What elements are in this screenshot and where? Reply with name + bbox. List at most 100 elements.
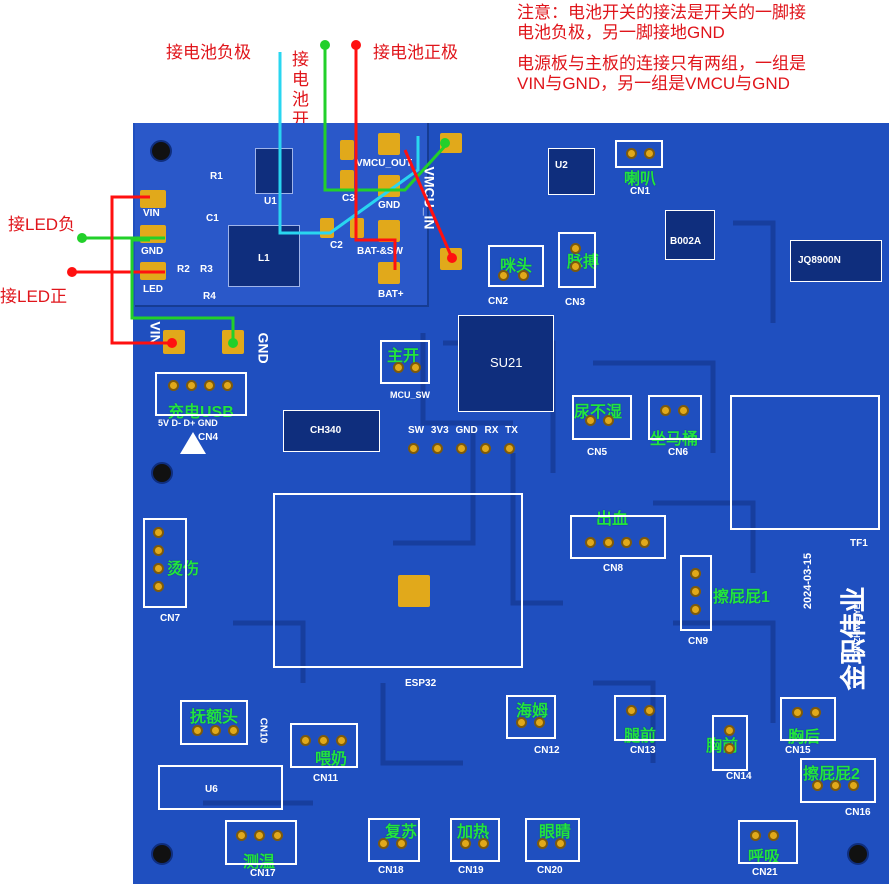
silk-r3: R3 (200, 264, 213, 275)
connector-cn7-code: CN7 (160, 613, 181, 624)
silk-c3: C3 (342, 193, 355, 204)
connector-cn1-code: CN1 (630, 186, 651, 197)
connector-cn15-name: 胸后 (788, 729, 821, 746)
note-line-1: 注意：电池开关的接法是开关的一脚接 (517, 3, 806, 22)
esp32-ground-pad (398, 575, 430, 607)
connector-cn11-name: 喂奶 (315, 751, 348, 768)
silk-gnd-out: GND (378, 200, 401, 211)
connector-cn5 (572, 395, 632, 440)
silk-bat-sw: BAT-&SW (357, 246, 403, 257)
connector-cn13-code: CN13 (630, 745, 656, 756)
note-line-3: 电源板与主板的连接只有两组，一组是 (517, 54, 806, 73)
label-led-positive: 接LED正 (0, 287, 68, 306)
chip-b002a (665, 210, 715, 260)
connector-cn18-code: CN18 (378, 865, 404, 876)
tf-card-slot (730, 395, 880, 530)
connector-cn14-code: CN14 (726, 771, 752, 782)
label-battery-positive: 接电池正极 (373, 43, 458, 62)
connector-cn17-name: 测温 (243, 854, 276, 871)
connector-cn11 (290, 723, 358, 768)
connector-cn1-name: 喇叭 (624, 171, 657, 188)
silk-r4: R4 (203, 291, 216, 302)
connector-cn15 (780, 697, 836, 741)
pad-bat-sw (378, 220, 400, 242)
connector-cn10 (180, 700, 248, 745)
label-battery-negative: 接电池负极 (166, 43, 251, 62)
connector-cn16-code: CN16 (845, 807, 871, 818)
connector-cn9 (680, 555, 712, 631)
silk-mcu-sw: MCU_SW (390, 390, 430, 400)
silk-ch340: CH340 (310, 425, 342, 436)
silk-u2: U2 (555, 160, 568, 171)
connector-cn21-name: 呼吸 (748, 849, 781, 866)
note-line-2: 电池负极，另一脚接地GND (517, 23, 725, 42)
connector-cn1 (615, 140, 663, 168)
pad-vin (140, 190, 166, 208)
silk-r2: R2 (177, 264, 190, 275)
connector-cn6 (648, 395, 702, 440)
mount-hole-ml (151, 462, 173, 484)
connector-cn8 (570, 515, 666, 559)
silk-l1: L1 (258, 253, 270, 264)
connector-cn12-name: 海姆 (516, 703, 549, 720)
label-led-negative: 接LED负 (8, 215, 76, 234)
connector-cn9-name: 擦屁屁1 (713, 589, 770, 606)
connector-cn2 (488, 245, 544, 287)
connector-cn20-name: 眼睛 (539, 824, 572, 841)
connector-cn10-name: 抚额头 (190, 709, 239, 726)
connector-cn3 (558, 232, 596, 288)
note-line-4: VIN与GND，另一组是VMCU与GND (517, 74, 790, 93)
connector-mcu-sw-name: 主开 (387, 348, 420, 365)
connector-cn6-code: CN6 (668, 447, 689, 458)
connector-cn4 (155, 372, 247, 416)
connector-cn19-code: CN19 (458, 865, 484, 876)
silk-c1: C1 (206, 213, 219, 224)
connector-cn3-code: CN3 (565, 297, 586, 308)
silk-esp32: ESP32 (405, 678, 437, 689)
connector-cn14 (712, 715, 748, 771)
pad-c3a (340, 140, 354, 160)
connector-cn19 (450, 818, 500, 862)
chip-u2 (548, 148, 595, 195)
silk-gnd: GND (141, 246, 164, 257)
connector-cn17-code: CN17 (250, 868, 276, 879)
connector-cn15-code: CN15 (785, 745, 811, 756)
mount-hole-power (150, 140, 172, 162)
connector-cn18-name: 复苏 (385, 824, 418, 841)
module-esp32 (273, 493, 523, 668)
connector-cn9-code: CN9 (688, 636, 709, 647)
silk-b002a: B002A (670, 236, 702, 247)
power-ic-u1 (255, 148, 293, 194)
connector-cn16 (800, 758, 876, 803)
connector-cn7-name: 烫伤 (167, 561, 200, 578)
silk-u1: U1 (264, 196, 277, 207)
connector-cn12 (506, 695, 556, 739)
connector-mcu-sw (380, 340, 430, 384)
silk-jq8900n: JQ8900N (798, 255, 841, 266)
inductor-l1 (228, 225, 300, 287)
connector-cn11-code: CN11 (313, 773, 339, 784)
silk-su21: SU21 (490, 355, 523, 370)
connector-cn21-code: CN21 (752, 867, 778, 878)
warning-icon (180, 432, 206, 454)
header-h1-pins: SW 3V3 GND RX TX (408, 425, 518, 436)
pad-c3b (340, 170, 354, 190)
chip-ch340 (283, 410, 380, 452)
silk-led: LED (143, 284, 163, 295)
connector-cn18 (368, 818, 420, 862)
silk-tf1: TF1 (850, 538, 868, 549)
connector-cn7 (143, 518, 187, 608)
connector-cn8-code: CN8 (603, 563, 624, 574)
mount-hole-br (847, 843, 869, 865)
silk-usb-pins: 5V D- D+ GND (158, 418, 218, 428)
silk-vmcu-out: VMCU_OUT (356, 158, 413, 169)
connector-cn4-name: 充电USB (168, 404, 234, 421)
silk-c2: C2 (330, 240, 343, 251)
silk-u6: U6 (205, 784, 218, 795)
connector-cn20-code: CN20 (537, 865, 563, 876)
connector-cn16-name: 擦屁屁2 (803, 766, 860, 783)
module-u6 (158, 765, 283, 810)
silk-vin: VIN (143, 208, 160, 219)
chip-su21 (458, 315, 554, 412)
mount-hole-bl (151, 843, 173, 865)
